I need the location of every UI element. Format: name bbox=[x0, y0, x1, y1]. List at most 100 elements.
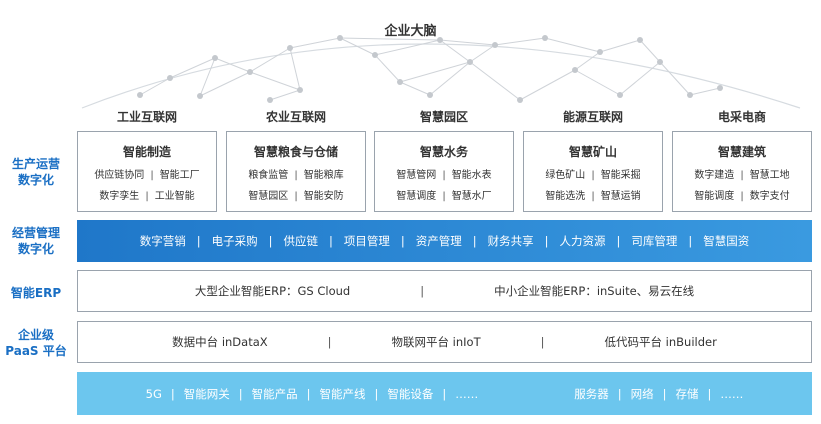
network-node bbox=[167, 75, 173, 81]
infra-item: 智能产品 bbox=[251, 386, 298, 401]
paas-iot: 物联网平台 inIoT bbox=[391, 335, 481, 349]
network-link bbox=[374, 39, 441, 56]
network-link bbox=[399, 61, 471, 83]
network-node bbox=[212, 55, 218, 61]
ops-item: 人力资源 bbox=[559, 234, 606, 248]
infra-item: 服务器 bbox=[574, 386, 609, 401]
network-link bbox=[469, 61, 521, 101]
network-node bbox=[657, 59, 663, 65]
network-link bbox=[689, 87, 721, 96]
network-link bbox=[659, 61, 691, 96]
network-link bbox=[639, 39, 661, 63]
category-ecommerce: 电采电商 bbox=[717, 110, 766, 124]
network-link bbox=[574, 69, 621, 96]
network-link bbox=[619, 61, 661, 96]
network-link bbox=[519, 69, 576, 101]
network-node bbox=[597, 49, 603, 55]
infra-item: …… bbox=[720, 386, 744, 401]
network-link bbox=[249, 47, 291, 73]
network-link bbox=[469, 44, 496, 63]
infrastructure-band: 5G| 智能网关| 智能产品| 智能产线| 智能设备| …… 服务器| 网络| … bbox=[77, 372, 812, 415]
network-link bbox=[199, 57, 216, 97]
ops-item: 供应链 bbox=[283, 234, 319, 248]
row-label-erp: 智能ERP bbox=[10, 286, 62, 300]
paas-datax: 数据中台 inDataX bbox=[172, 335, 268, 349]
network-link bbox=[289, 37, 341, 49]
network-link bbox=[339, 37, 376, 56]
network-node bbox=[267, 97, 273, 103]
network-link bbox=[214, 57, 251, 73]
network-node bbox=[542, 35, 548, 41]
network-node bbox=[437, 37, 443, 43]
enterprise-brain-title: 企业大脑 bbox=[384, 24, 437, 39]
erp-small: 中小企业智能ERP：inSuite、易云在线 bbox=[494, 284, 695, 298]
infra-item: 存储 bbox=[675, 386, 699, 401]
network-link bbox=[169, 57, 216, 79]
network-node bbox=[467, 59, 473, 65]
operations-band: 数字营销| 电子采购| 供应链| 项目管理| 资产管理| 财务共享| 人力资源|… bbox=[77, 220, 812, 262]
infra-item: …… bbox=[455, 386, 479, 401]
network-node bbox=[247, 69, 253, 75]
row-label-production: 生产运营 数字化 bbox=[11, 157, 60, 187]
infra-item: 智能设备 bbox=[387, 386, 434, 401]
network-link bbox=[599, 39, 641, 53]
network-link bbox=[429, 61, 471, 96]
network-link bbox=[249, 71, 301, 91]
network-node bbox=[287, 45, 293, 51]
network-link bbox=[289, 47, 301, 91]
network-arc bbox=[81, 43, 801, 109]
infra-item: 网络 bbox=[630, 386, 654, 401]
ops-item: 财务共享 bbox=[487, 234, 534, 248]
network-node bbox=[517, 97, 523, 103]
infra-item: 智能网关 bbox=[183, 386, 230, 401]
card-smart-water: 智慧水务 智慧管网|智能水表 智慧调度|智慧水厂 bbox=[374, 131, 514, 212]
network-node bbox=[197, 93, 203, 99]
network-node bbox=[492, 42, 498, 48]
card-smart-manufacturing: 智能制造 供应链协同|智能工厂 数字孪生|工业智能 bbox=[77, 131, 217, 212]
card-smart-grain-storage: 智慧粮食与仓储 粮食监管|智能粮库 智慧园区|智能安防 bbox=[226, 131, 366, 212]
card-smart-mine: 智慧矿山 绿色矿山|智能采掘 智能选洗|智慧运销 bbox=[523, 131, 663, 212]
network-link bbox=[399, 81, 431, 96]
network-link bbox=[199, 71, 251, 97]
category-agricultural-internet: 农业互联网 bbox=[265, 110, 326, 124]
erp-band: 大型企业智能ERP：GS Cloud | 中小企业智能ERP：inSuite、易… bbox=[77, 270, 812, 312]
ops-item: 项目管理 bbox=[343, 234, 390, 248]
network-node bbox=[137, 92, 143, 98]
network-link bbox=[139, 77, 171, 96]
row-label-paas: 企业级 PaaS 平台 bbox=[5, 328, 67, 358]
card-smart-building: 智慧建筑 数字建造|智慧工地 智能调度|数字支付 bbox=[672, 131, 812, 212]
network-node bbox=[687, 92, 693, 98]
network-link bbox=[339, 37, 441, 41]
network-link bbox=[544, 37, 601, 53]
category-energy-internet: 能源互联网 bbox=[562, 110, 623, 124]
network-node bbox=[397, 79, 403, 85]
ops-item: 电子采购 bbox=[211, 234, 258, 248]
network-link bbox=[439, 39, 496, 46]
network-node bbox=[372, 52, 378, 58]
row-label-operations: 经营管理 数字化 bbox=[11, 226, 60, 256]
network-node bbox=[297, 87, 303, 93]
ops-item: 资产管理 bbox=[415, 234, 462, 248]
network-link bbox=[494, 37, 546, 46]
network-link bbox=[439, 39, 471, 63]
paas-builder: 低代码平台 inBuilder bbox=[604, 335, 717, 349]
infra-item: 5G bbox=[145, 386, 162, 401]
network-link bbox=[374, 54, 401, 83]
network-node bbox=[637, 37, 643, 43]
category-industrial-internet: 工业互联网 bbox=[116, 110, 177, 124]
network-node bbox=[717, 85, 723, 91]
ops-item: 司库管理 bbox=[631, 234, 678, 248]
infra-item: 智能产线 bbox=[319, 386, 366, 401]
ops-item: 数字营销 bbox=[139, 234, 186, 248]
network-link bbox=[269, 89, 301, 101]
network-node bbox=[572, 67, 578, 73]
category-smart-park: 智慧园区 bbox=[419, 110, 468, 124]
ops-item: 智慧国资 bbox=[703, 234, 750, 248]
network-node bbox=[617, 92, 623, 98]
erp-large: 大型企业智能ERP：GS Cloud bbox=[194, 284, 351, 298]
network-link bbox=[574, 51, 601, 71]
enterprise-brain-network bbox=[81, 35, 801, 109]
network-node bbox=[427, 92, 433, 98]
network-node bbox=[337, 35, 343, 41]
paas-band: 数据中台 inDataX | 物联网平台 inIoT | 低代码平台 inBui… bbox=[77, 321, 812, 363]
